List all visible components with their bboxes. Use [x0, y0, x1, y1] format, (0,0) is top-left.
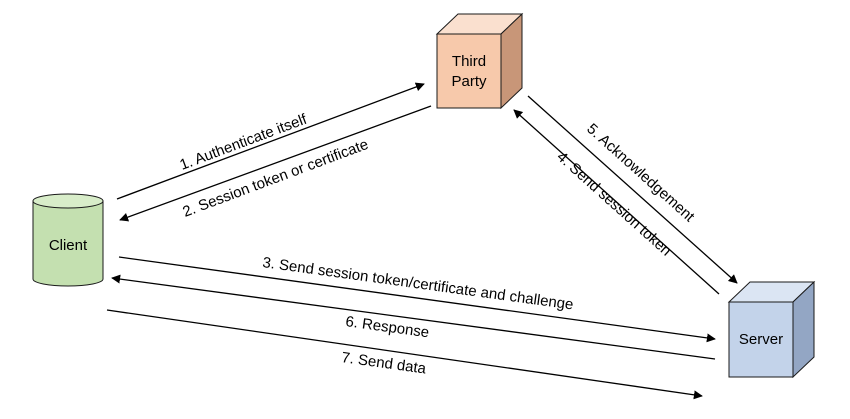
server-front-face — [728, 301, 794, 378]
client-node: Client — [32, 193, 104, 287]
arrow-acknowledgement — [527, 95, 738, 284]
server-node: Server — [727, 280, 816, 379]
third-party-node: Third Party — [435, 12, 524, 110]
third-party-label-line-1: Third — [452, 53, 486, 70]
arrow-send-session-token — [513, 109, 720, 295]
client-top-face — [32, 193, 104, 209]
edge-label-send-session-token: 4. Send session token — [553, 148, 674, 259]
arrow-send-token-challenge — [118, 256, 716, 343]
edge-label-acknowledgement: 5. Acknowledgement — [583, 120, 698, 226]
edge-label-response: 6. Response — [344, 313, 430, 341]
arrow-session-token-cert — [119, 105, 432, 222]
arrow-authenticate — [116, 82, 425, 200]
server-label: Server — [739, 331, 783, 348]
client-label: Client — [49, 237, 88, 254]
client-body — [32, 200, 104, 287]
edge-label-send-data: 7. Send data — [340, 349, 427, 377]
third-party-front-face — [436, 33, 502, 109]
arrow-response — [111, 274, 716, 360]
arrow-send-data — [106, 309, 703, 400]
third-party-label-line-2: Party — [451, 73, 487, 90]
